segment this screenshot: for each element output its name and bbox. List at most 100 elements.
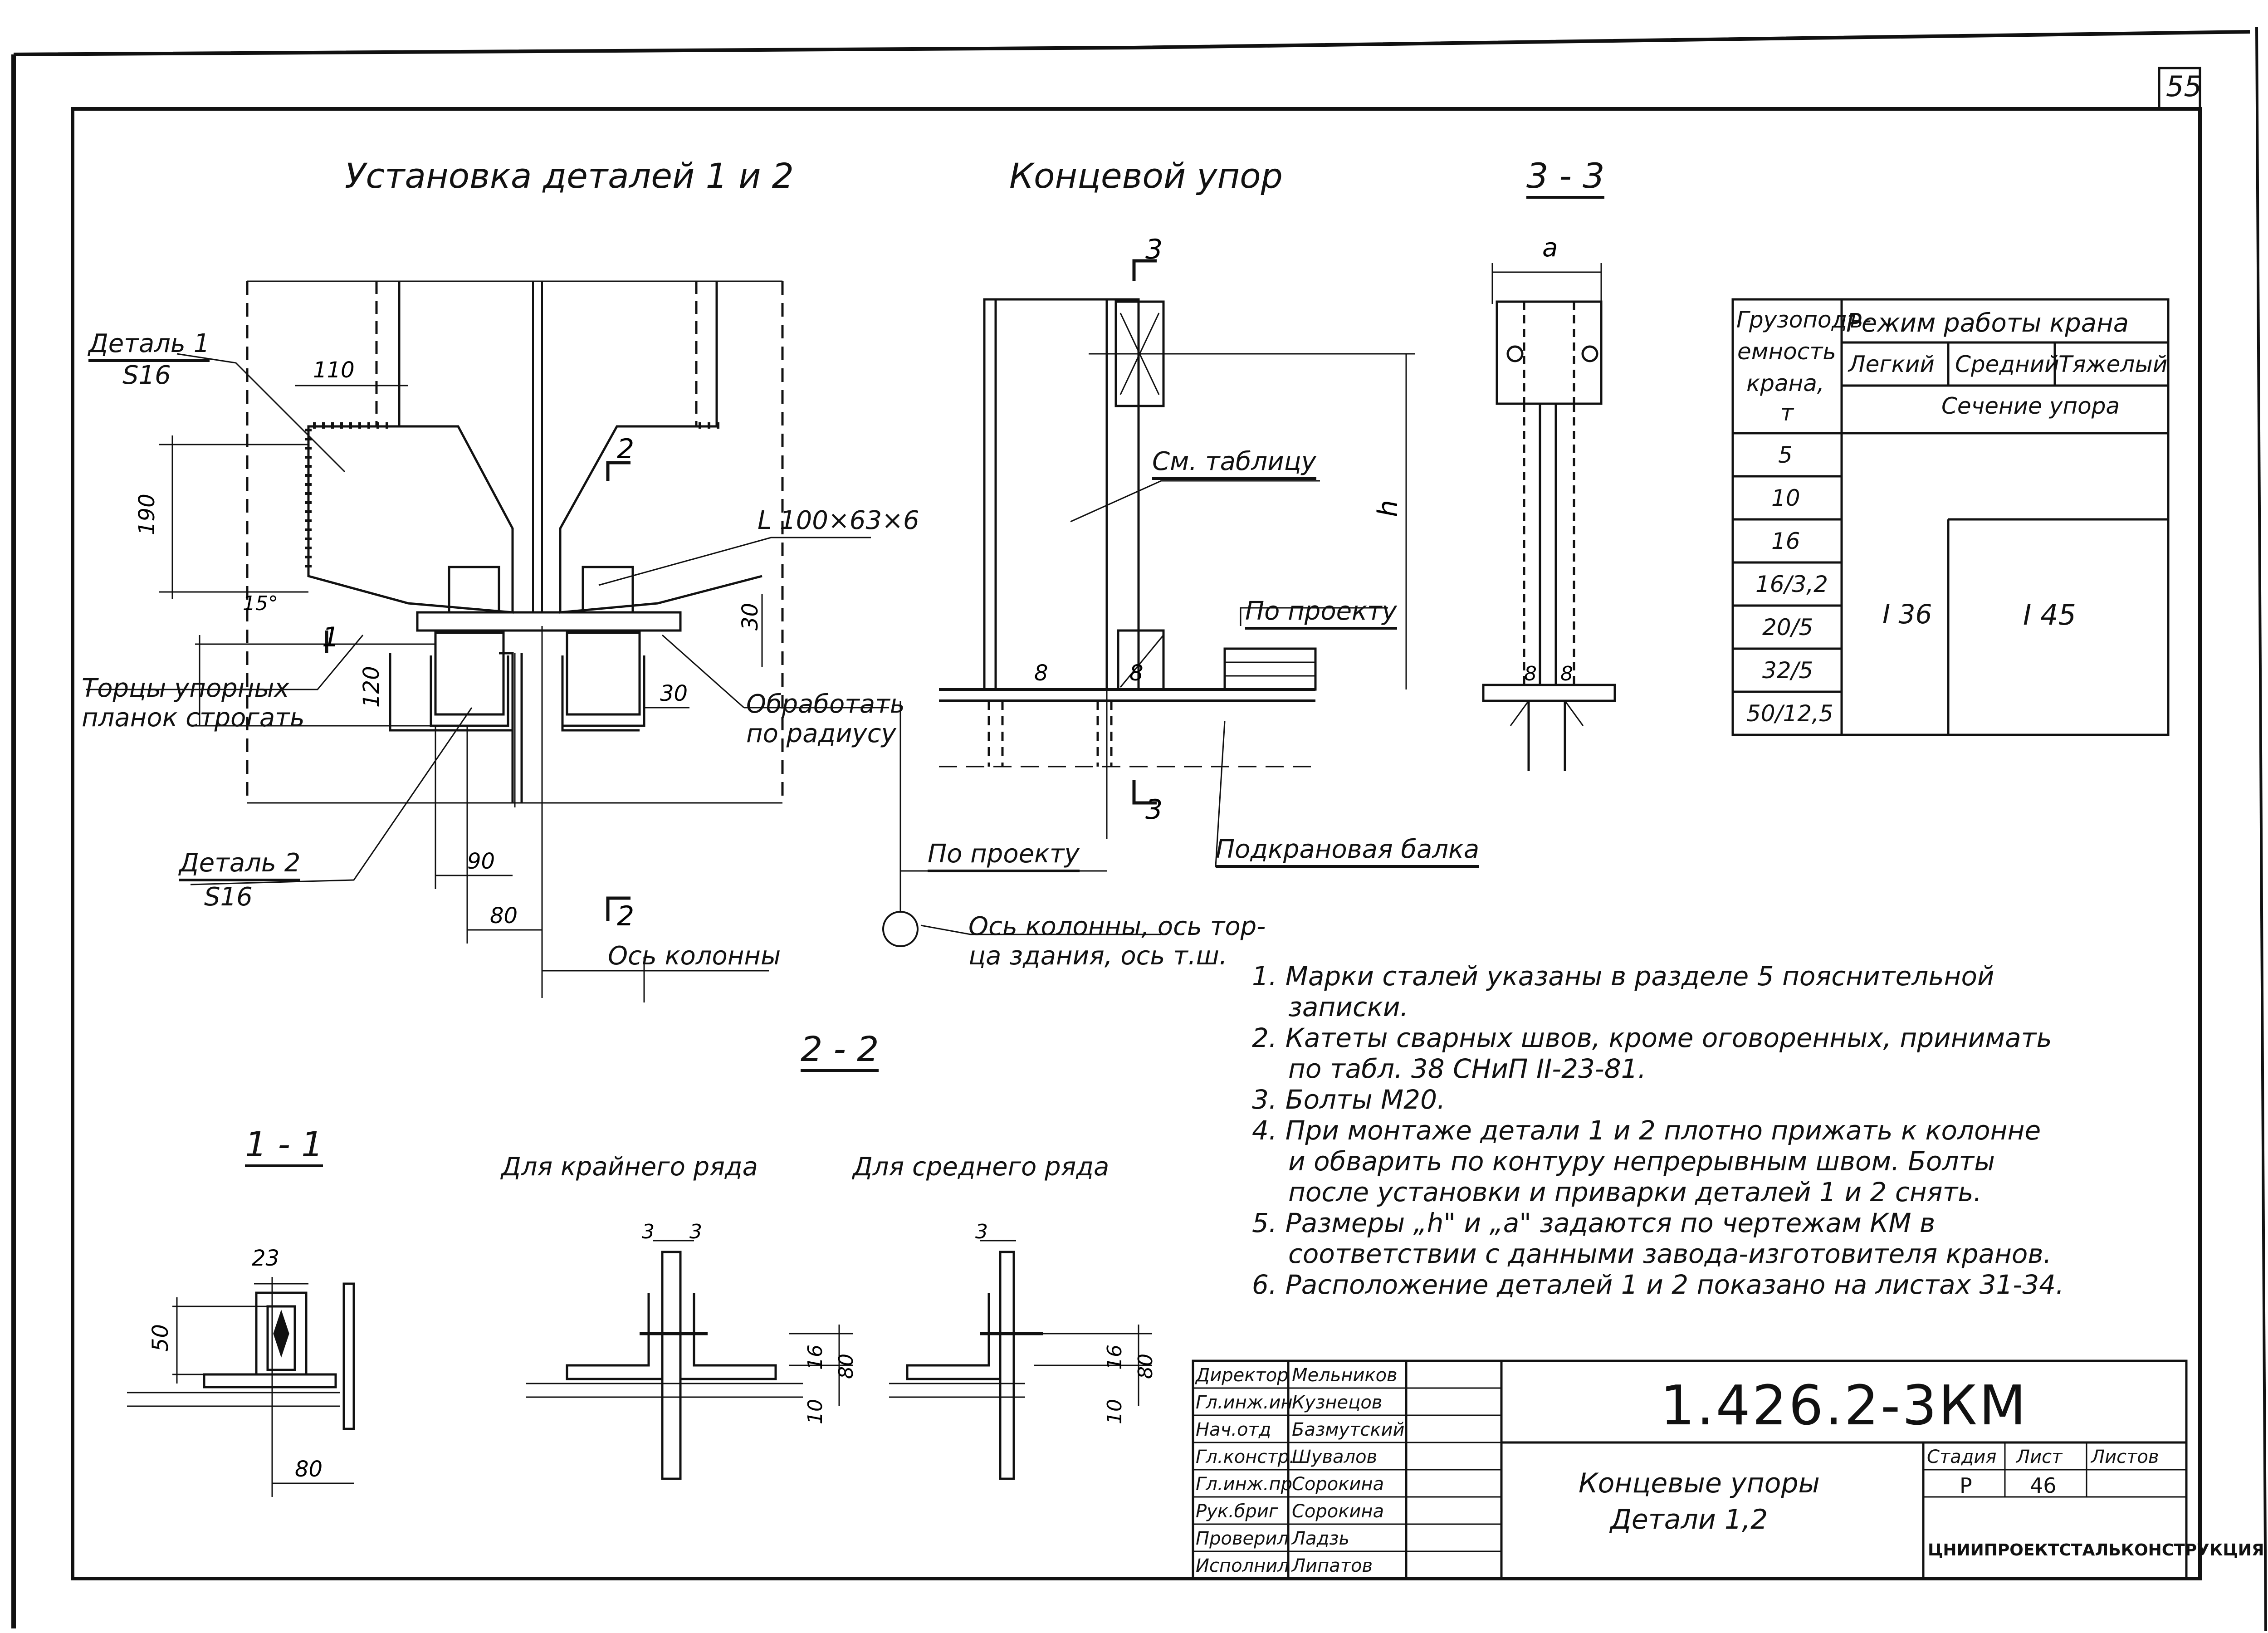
weld-8-right: 8 [1560,662,1573,685]
section-i36: I 36 [1882,599,1932,630]
install-view-title: Установка деталей 1 и 2 [345,156,794,196]
capacity-header-4: т [1780,400,1794,426]
capacity-10: 10 [1771,485,1800,511]
note-2-line1: 2. Катеты сварных швов, кроме оговоренны… [1252,1022,2052,1053]
name-dept-head: Базмутский [1292,1419,1405,1440]
capacity-16: 16 [1771,528,1800,554]
note-4-line1: 4. При монтаже детали 1 и 2 плотно прижа… [1252,1115,2041,1146]
dim-10: 10 [1103,1399,1126,1424]
role-checked: Проверил [1196,1528,1289,1549]
install-view-labels: 110 190 15° 120 30 30 90 80 1 2 2 [134,357,763,932]
drawing-title-line2: Детали 1,2 [1610,1504,1768,1535]
name-performed: Липатов [1292,1555,1373,1576]
section-2-2-drawing [526,1240,1152,1480]
dim-80: 80 [835,1354,858,1379]
detail1-thickness: S16 [122,361,171,390]
section-i45: I 45 [2023,598,2076,631]
section-mark-1: 1 [322,621,339,653]
title-block: Директор Гл.инж.ин Нач.отд Гл.констр. Гл… [1193,1361,2264,1579]
install-view-drawing [86,280,889,998]
detail2-name: Деталь 2 [179,851,301,881]
section-mark-3-bottom: 3 [1145,794,1163,826]
dim-110: 110 [313,357,355,383]
axis-note-line2: ца здания, ось т.ш. [968,941,1227,971]
note-5-line1: 5. Размеры „h" и „a" задаются по чертежа… [1252,1208,1936,1238]
stop-view-title: Концевой упор [1009,156,1283,196]
name-checked: Ладзь [1292,1528,1350,1549]
sheets-label: Листов [2091,1447,2159,1467]
dim-50: 50 [148,1324,173,1352]
role-director: Директор [1196,1365,1289,1386]
section-2-2-title: 2 - 2 [801,1032,879,1072]
dim-a: a [1542,233,1558,263]
dim-90: 90 [467,849,495,874]
dim-23: 23 [252,1246,279,1271]
note-2-line2: по табл. 38 СНиП II-23-81. [1288,1053,1647,1084]
column-axis-label: Ось колонны [608,941,781,971]
angle-profile-label: L 100×63×6 [758,506,919,535]
dim-3-left: 3 [642,1220,655,1243]
weld-8-right: 8 [1129,660,1144,686]
document-code: 1.426.2-3КМ [1660,1374,2028,1437]
dim-120: 120 [359,666,384,708]
radius-note-line2: по радиусу [746,719,896,748]
dim-190: 190 [134,494,160,535]
name-team-lead: Сорокина [1292,1501,1384,1522]
dim-16: 16 [1103,1345,1126,1370]
dim-30-vertical: 30 [738,603,763,631]
planed-ends-note-line1: Торцы упорных [82,674,289,703]
section-1-1-labels: 23 50 80 [148,1246,323,1482]
note-5-line2: соответствии с данными завода-изготовите… [1288,1238,2052,1269]
radius-note-line1: Обработать [746,689,905,719]
mode-medium: Средний [1955,351,2059,377]
note-3: 3. Болты М20. [1252,1084,1446,1115]
weld-8-left: 8 [1524,662,1537,685]
per-project-top: По проекту [1245,599,1397,630]
section-mark-2-bottom: 2 [617,900,634,932]
dim-3: 3 [975,1220,988,1243]
role-chief-engineer: Гл.инж.ин [1196,1392,1293,1413]
detail1-name: Деталь 1 [88,331,210,362]
capacity-16-3-2: 16/3,2 [1755,571,1828,597]
crane-beam-label: Подкрановая балка [1216,837,1480,868]
dim-10: 10 [804,1399,827,1424]
see-table-label: См. таблицу [1152,449,1316,480]
middle-row-caption: Для среднего ряда [853,1152,1110,1182]
note-4-line3: после установки и приварки деталей 1 и 2… [1288,1177,1982,1208]
per-project-bottom: По проекту [928,841,1080,872]
capacity-20-5: 20/5 [1762,614,1813,640]
title-block-grid [1192,1359,2188,1580]
sheet-frame [11,27,2267,1631]
dim-h: h [1372,500,1404,517]
mode-header: Режим работы крана [1846,308,2129,338]
note-4-line2: и обварить по контуру непрерывным швом. … [1288,1146,1995,1177]
role-chief-proj-engineer: Гл.инж.пр [1196,1474,1293,1495]
section-1-1-title: 1 - 1 [245,1127,323,1167]
dim-80: 80 [295,1457,323,1482]
note-6: 6. Расположение деталей 1 и 2 показано н… [1252,1269,2064,1300]
axis-note-line1: Ось колонны, ось тор- [968,912,1266,941]
stage-value: Р [1960,1473,1972,1498]
section-header: Сечение упора [1941,393,2120,419]
weld-8-left: 8 [1034,660,1048,686]
capacity-5: 5 [1778,442,1793,468]
role-dept-head: Нач.отд [1196,1419,1271,1440]
role-team-lead: Рук.бриг [1196,1501,1278,1522]
dim-80: 80 [1134,1354,1157,1379]
sheet-label: Лист [2016,1447,2063,1467]
dim-30-horizontal: 30 [660,681,688,706]
name-chief-engineer: Кузнецов [1292,1392,1383,1413]
role-performed: Исполнил [1196,1555,1289,1576]
detail2-thickness: S16 [204,882,253,912]
role-chief-designer: Гл.констр. [1196,1447,1295,1467]
crane-table: Грузоподъ- емность крана, т Режим работы… [1733,299,2168,735]
section-mark-3-top: 3 [1145,234,1163,265]
section-mark-2-top: 2 [617,433,634,465]
section-3-3-drawing [1482,263,1616,771]
sheet-value: 46 [2030,1473,2057,1498]
capacity-header-2: емность [1737,338,1836,365]
dim-16: 16 [804,1345,827,1370]
capacity-50-12-5: 50/12,5 [1746,700,1833,727]
name-chief-proj-engineer: Сорокина [1292,1474,1384,1495]
